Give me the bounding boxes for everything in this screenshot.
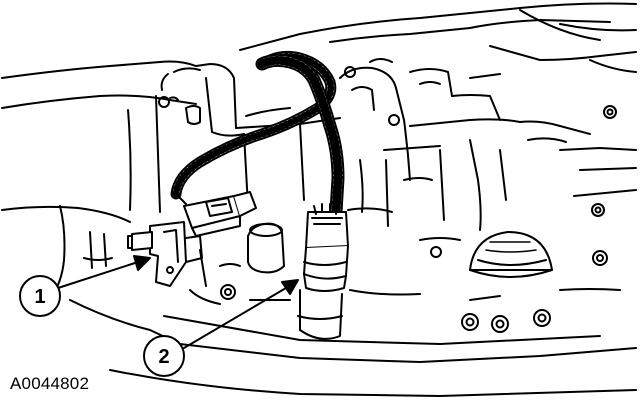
sensor-connector-1: [183, 191, 257, 237]
wiring-harness: [170, 50, 345, 219]
valve-body-housing: [160, 58, 637, 241]
arrowhead-2: [281, 279, 299, 295]
sensor-connector-2: [303, 203, 349, 292]
arrowhead-1: [133, 255, 151, 271]
sensor-bracket-1: [127, 221, 203, 287]
leader-line-2: [183, 287, 287, 349]
callout-leaders: [57, 255, 299, 349]
callout-2: 2: [143, 335, 185, 377]
sensor-cylinder: [247, 222, 343, 340]
transmission-case-left: [1, 60, 197, 331]
transmission-pan: [109, 249, 637, 397]
figure-id-label: A0044802: [10, 374, 90, 393]
transmission-case-top: [239, 2, 637, 73]
callout-1: 1: [19, 275, 61, 317]
case-bolts: [158, 66, 617, 333]
leader-line-1: [57, 261, 139, 289]
callout-2-number: 2: [158, 346, 169, 368]
dome-cover: [469, 231, 553, 278]
callout-1-number: 1: [34, 286, 45, 308]
